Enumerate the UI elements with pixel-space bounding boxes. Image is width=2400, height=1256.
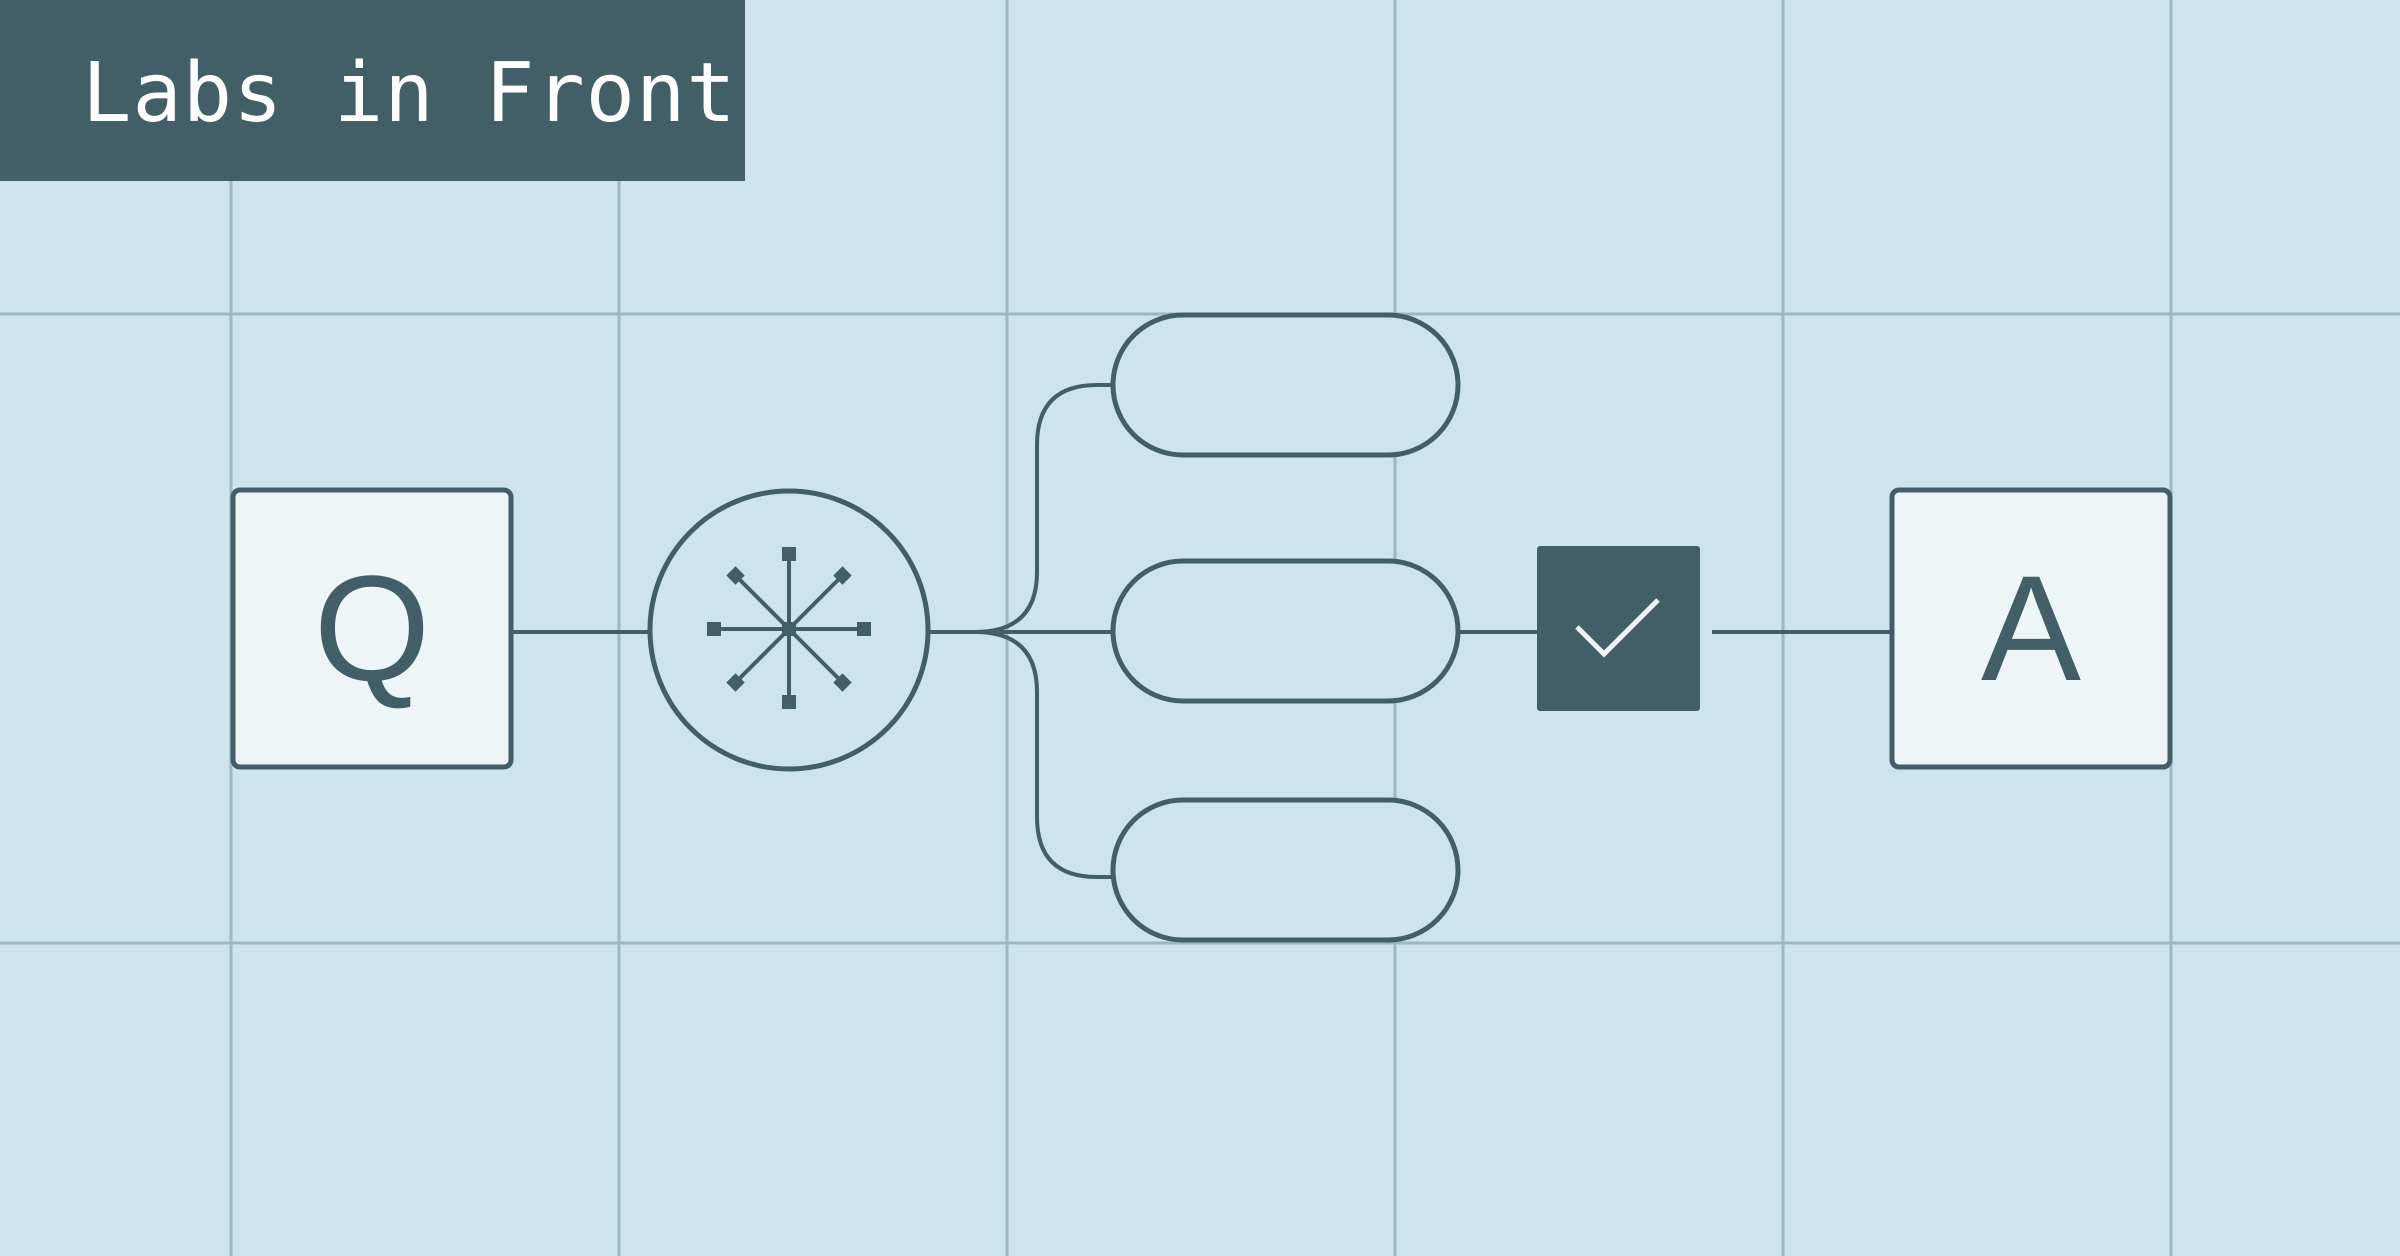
input-node: Q [230,487,514,770]
output-node: A [1889,487,2173,770]
input-node-label: Q [314,544,431,712]
connectors [512,383,1890,879]
verify-box [1537,546,1700,711]
branch-bottom-connector [974,630,1113,879]
branch-top-connector [974,383,1113,634]
output-node-label: A [1981,544,2081,712]
title-banner: Labs in Front [0,0,745,181]
branch-pill-bottom [1110,797,1461,943]
input-node-box [230,487,514,770]
checkmark-icon [1575,598,1660,658]
hub-node [647,488,931,772]
output-node-box [1889,487,2173,770]
branches [1110,312,1461,943]
branch-pill-top [1110,312,1461,458]
branch-pill-middle [1110,558,1461,704]
verify-node [1537,546,1700,711]
page-title: Labs in Front [82,45,737,141]
asterisk-network-icon [707,547,871,709]
